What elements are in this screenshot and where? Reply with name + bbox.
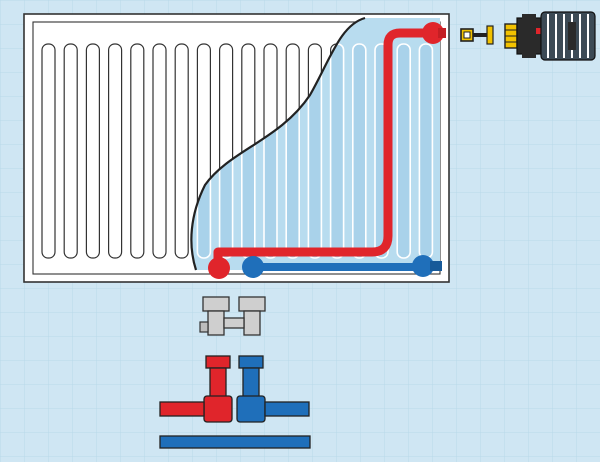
supply-bottom-port	[208, 257, 230, 279]
h-valve-icon	[199, 296, 266, 336]
cutaway-fin	[418, 43, 434, 259]
radiator-fin	[41, 43, 56, 259]
thermostat-head-icon	[504, 11, 596, 61]
supply-inlet-fitting	[422, 22, 444, 44]
radiator-fin	[130, 43, 145, 259]
radiator-fin	[63, 43, 78, 259]
return-end-fitting	[412, 255, 434, 277]
cutaway-fin	[351, 43, 367, 259]
return-end-nozzle	[430, 261, 442, 271]
return-riser	[236, 355, 310, 423]
radiator-fin	[152, 43, 167, 259]
return-main-pipe	[159, 435, 311, 449]
valve-insert-icon	[460, 25, 494, 45]
return-bottom-port	[242, 256, 264, 278]
radiator-fin	[174, 43, 189, 259]
supply-riser	[159, 355, 233, 423]
supply-pipe	[208, 22, 446, 279]
supply-inlet-nozzle	[438, 28, 446, 38]
cutaway-fin	[329, 43, 345, 259]
return-pipe	[242, 255, 442, 278]
radiator-fin	[107, 43, 123, 259]
radiator-fin	[85, 43, 101, 259]
cutaway-edge	[190, 16, 366, 271]
cutaway-fin	[396, 43, 412, 259]
supply-pipe-inner	[213, 28, 433, 268]
